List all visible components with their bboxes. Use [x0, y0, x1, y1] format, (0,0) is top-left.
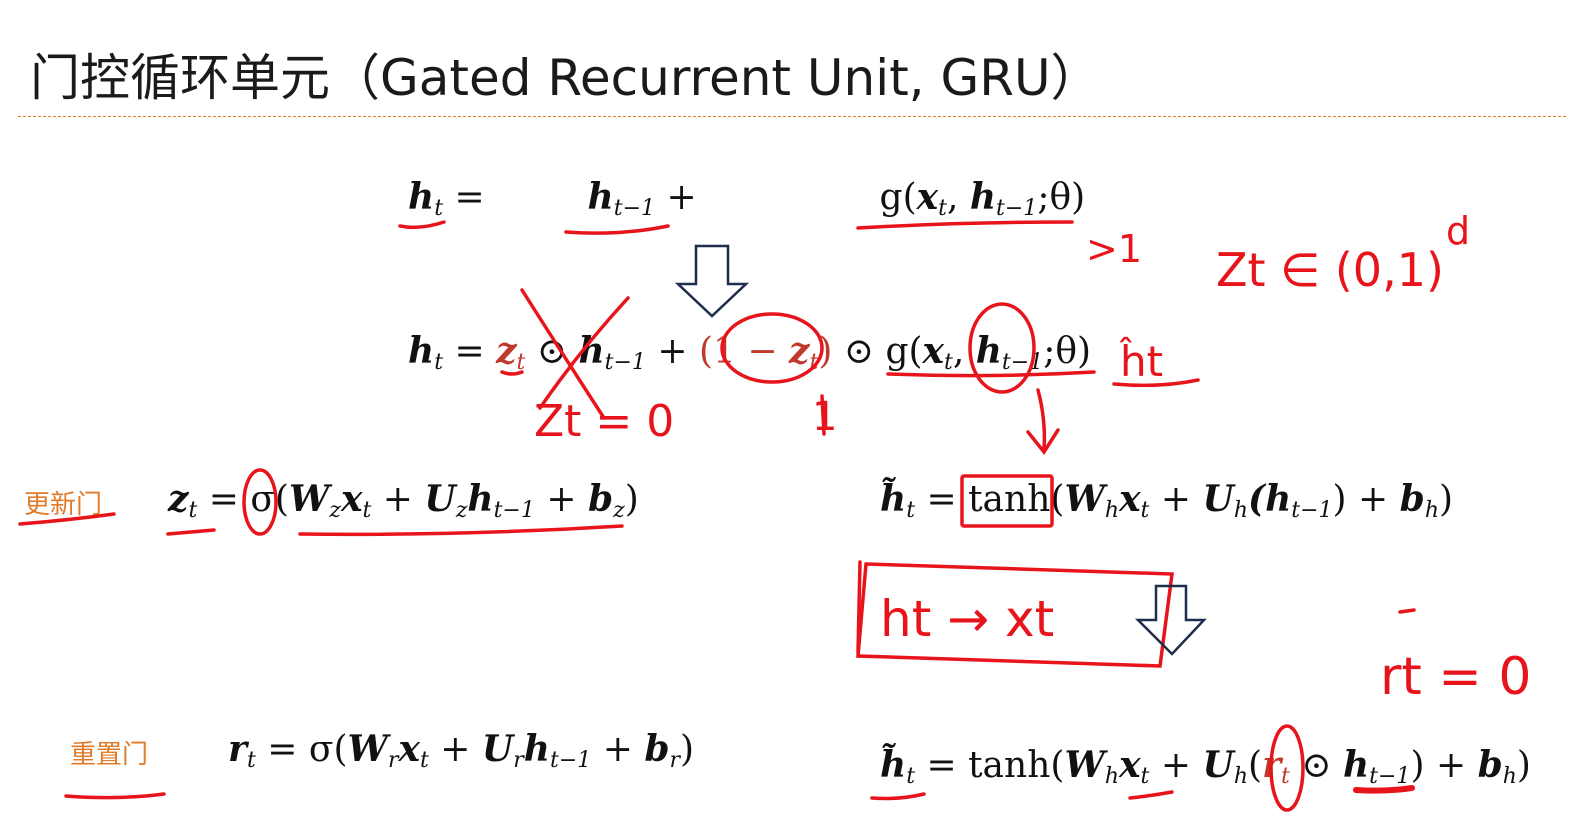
handwritten-gt-1: >1: [1086, 227, 1142, 271]
handwritten-rt-zero: rt = 0: [1380, 647, 1531, 707]
candidate-state-equation-1: h̃t = tanh(Whxt + Uh(ht−1) + bh): [880, 478, 1454, 523]
equation-2: ht = zt ⊙ ht−1 + (1 − zt) ⊙ g(xt, ht−1;θ…: [408, 330, 1092, 375]
underline-g: [856, 220, 1074, 230]
handwritten-ht-to-xt: ht → xt: [880, 590, 1054, 648]
underline-ht: [398, 220, 446, 230]
box-ht-to-xt: [856, 562, 1174, 668]
reset-gate-equation: rt = σ(Wrxt + Urht−1 + br): [228, 728, 695, 773]
underline-side-ht: [1112, 378, 1200, 388]
slide-title: 门控循环单元（Gated Recurrent Unit, GRU）: [30, 49, 1101, 107]
underline-ht-tilde: [870, 792, 926, 801]
equation-1: ht = ht−1 + g(xt, ht−1;θ): [408, 176, 1086, 221]
underline-ht-minus-1: [564, 224, 670, 235]
reset-gate-label: 重置门: [70, 740, 149, 770]
dash-mark: [1398, 608, 1416, 614]
handwritten-zt-range: Zt ∈ (0,1): [1216, 243, 1444, 297]
arrow-down-icon: [674, 244, 750, 318]
arrow-down-head: [1026, 428, 1060, 456]
handwritten-ht-side: ĥt: [1119, 336, 1163, 386]
arrow-down-shaft: [1036, 388, 1047, 452]
title-divider: [18, 116, 1566, 117]
arrow-down-icon-2: [1134, 584, 1207, 656]
handwritten-zt-range-superscript: d: [1446, 209, 1470, 253]
handwritten-one-stroke: [820, 394, 826, 436]
underline-zt-gate: [166, 528, 216, 536]
update-gate-equation: zt = σ(Wzxt + Uzht−1 + bz): [168, 478, 639, 523]
underline-gate-args: [298, 524, 624, 537]
handwritten-one: 1: [812, 394, 837, 440]
update-gate-label: 更新门: [24, 490, 103, 520]
candidate-state-equation-2: h̃t = tanh(Whxt + Uh(rt ⊙ ht−1) + bh): [880, 744, 1531, 789]
underline-xt: [1128, 790, 1174, 800]
handwritten-zt-zero: Zt = 0: [534, 396, 674, 447]
underline-reset-label: [64, 792, 166, 800]
